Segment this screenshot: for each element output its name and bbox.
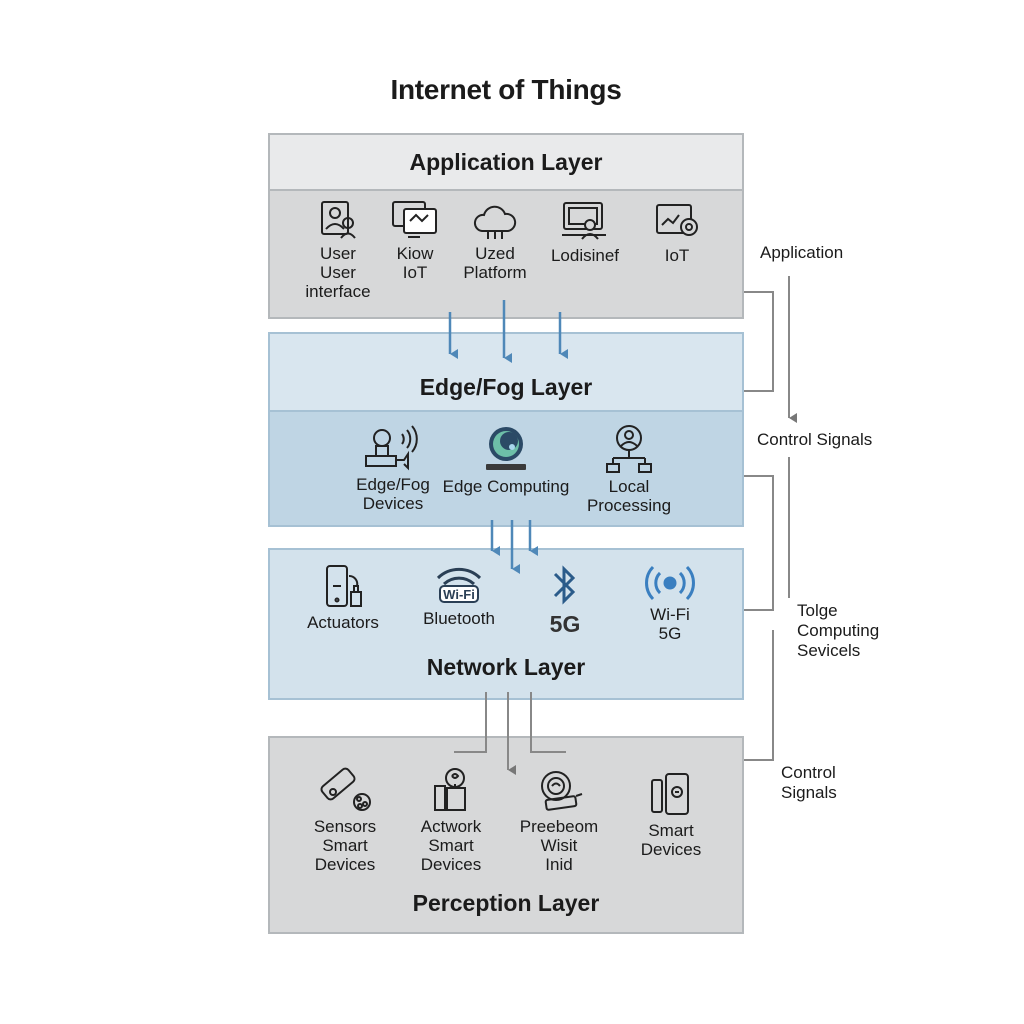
app-item-iot-dashboard: IoT [622,201,732,265]
local-processing-icon [606,425,652,473]
application-layer: Application Layer User User interface Ki… [268,133,744,319]
perception-item-sensors: Sensors Smart Devices [290,766,400,874]
perception-item-label: Preebeom Wisit Inid [519,817,599,874]
network-item-label: Wi-Fi 5G [650,605,690,643]
network-item-label: Bluetooth [423,609,495,628]
edge-item-local-processing: Local Processing [574,424,684,515]
app-item-user-interface: User User interface [283,199,393,301]
edge-fog-layer-header [270,334,742,412]
perception-item-actwork: Actwork Smart Devices [396,766,506,874]
edge-fog-layer-title: Edge/Fog Layer [419,374,593,400]
app-item-label: User User interface [305,244,371,301]
application-layer-header [270,135,742,191]
side-label-computing-services: Tolge Computing Sevicels [797,601,880,660]
iot-dashboard-icon [656,204,698,236]
network-item-label: Actuators [307,613,379,632]
perception-item-label: Smart Devices [640,821,702,859]
app-item-platform: Uzed Platform [440,205,550,282]
actuator-icon [326,565,362,607]
network-to-perception-connector [454,692,566,775]
network-item-actuators: Actuators [288,562,398,632]
side-label-application: Application [760,243,844,262]
wearable-icon [541,771,583,811]
network-item-5g: 5G [510,562,620,637]
network-item-wifi-5g: Wi-Fi 5G [615,564,725,643]
perception-item-smart-devices: Smart Devices [616,770,726,859]
app-item-lodisinef: Lodisinef [530,199,640,265]
diagram-title: Internet of Things [390,74,622,105]
wifi-badge-text: Wi-Fi [443,587,475,602]
edge-item-devices: Edge/Fog Devices [338,424,448,513]
perception-item-wearable: Preebeom Wisit Inid [504,766,614,874]
wifi-icon: Wi-Fi [436,567,482,603]
monitor-icon [392,201,437,238]
app-item-label: Kiow IoT [396,244,434,282]
app-to-edge-arrows [448,300,568,363]
edge-computing-icon [486,427,526,470]
edge-item-computing: Edge Computing [436,424,576,496]
actuator-device-icon [434,768,466,811]
app-item-iot: Kiow IoT [360,199,470,282]
side-label-control-signals-1: Control Signals [757,430,873,449]
network-layer: Network Layer Actuators Wi-Fi Bluetooth … [268,548,744,700]
application-layer-title: Application Layer [409,149,603,175]
smart-device-icon [651,773,689,815]
app-item-label: IoT [664,246,690,265]
perception-item-label: Sensors Smart Devices [313,817,377,874]
perception-item-label: Actwork Smart Devices [420,817,482,874]
computer-user-icon [562,202,606,240]
edge-item-label: Edge Computing [442,477,570,496]
perception-layer: Perception Layer Sensors Smart Devices A… [268,736,744,934]
network-item-label: 5G [549,611,581,637]
side-label-control-signals-2: Control Signals [781,763,837,802]
edge-fog-layer: Edge/Fog Layer Edge/Fog Devices Edge Com… [268,332,744,527]
edge-item-label: Local Processing [586,477,672,515]
sensor-icon [320,767,371,811]
wireless-signal-icon [645,565,695,601]
user-interface-icon [321,201,356,239]
right-side-connectors [744,276,797,761]
edge-item-label: Edge/Fog Devices [356,475,430,513]
app-item-label: Lodisinef [550,246,620,265]
bluetooth-icon [553,565,576,605]
network-layer-title: Network Layer [426,654,586,680]
perception-layer-title: Perception Layer [412,890,600,916]
edge-device-icon [365,425,418,471]
app-item-label: Uzed Platform [463,244,527,282]
edge-to-network-arrows [490,520,538,574]
cloud-platform-icon [473,205,517,239]
network-item-bluetooth: Wi-Fi Bluetooth [404,562,514,628]
